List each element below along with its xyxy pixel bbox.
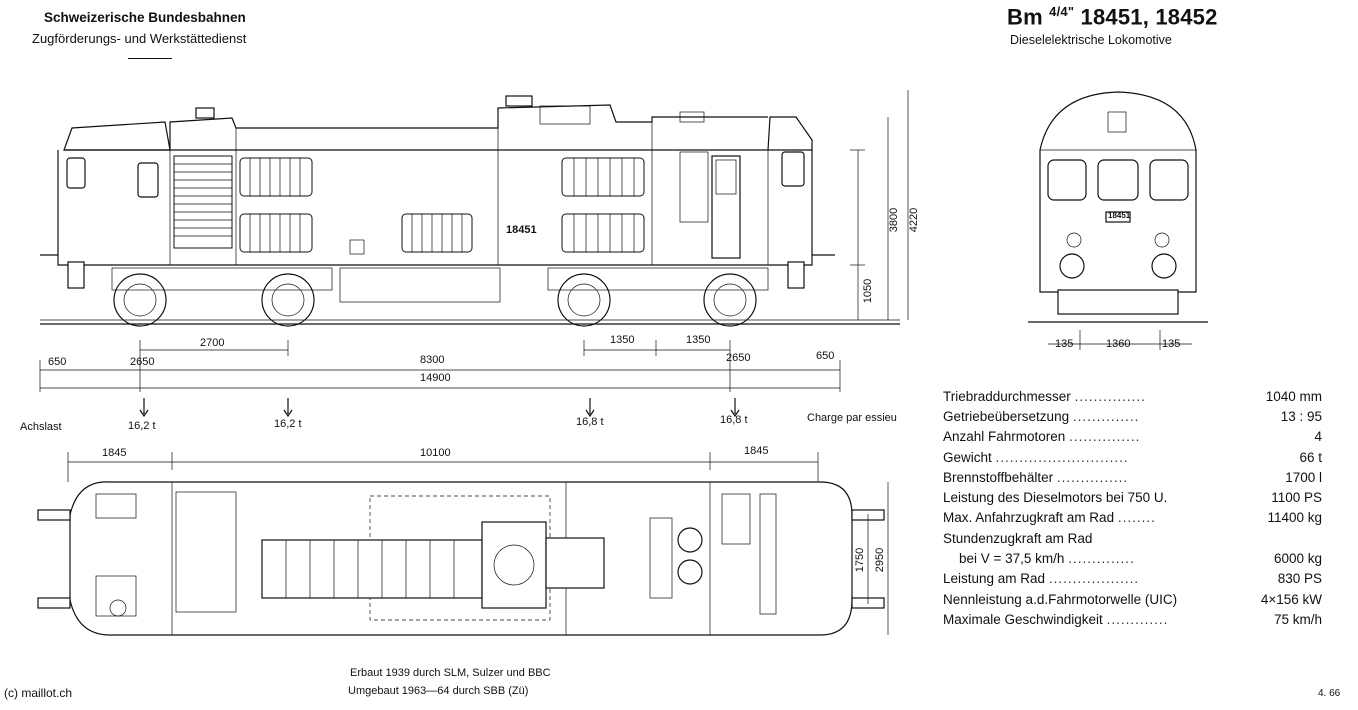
front-number-plate: 18451	[1108, 211, 1131, 220]
spec-dots: ........	[1117, 510, 1156, 526]
spec-dots: ...............	[1069, 429, 1141, 445]
spec-row: Triebraddurchmesser ............... 1040 …	[943, 386, 1322, 406]
spec-row: Leistung des Dieselmotors bei 750 U. 110…	[943, 487, 1322, 507]
axle-load-3: 16,8 t	[576, 416, 604, 428]
spec-value	[1222, 528, 1322, 548]
copyright-credit: (c) maillot.ch	[4, 686, 73, 700]
spec-label: Triebraddurchmesser ...............	[943, 388, 1146, 404]
build-info: Erbaut 1939 durch SLM, Sulzer und BBC	[350, 667, 551, 679]
dim-1350-b: 1350	[686, 334, 711, 346]
plan-dim-10100: 10100	[420, 447, 451, 459]
spec-dots: .............	[1106, 611, 1169, 627]
locomotive-subtitle: Dieselelektrische Lokomotive	[1010, 33, 1172, 47]
class-fraction: 4/4"	[1049, 4, 1075, 19]
spec-row: Leistung am Rad ................... 830 P…	[943, 569, 1322, 589]
body-loco-number: 18451	[506, 224, 537, 236]
spec-row: bei V = 37,5 km/h .............. 6000 kg	[943, 548, 1322, 568]
spec-value: 1100 PS	[1271, 490, 1322, 506]
axle-load-2: 16,2 t	[274, 418, 302, 430]
dim-2650-right: 2650	[726, 352, 751, 364]
spec-value: 6000 kg	[1273, 551, 1322, 567]
front-view-drawing	[1028, 91, 1208, 323]
diesel-engine	[261, 521, 605, 609]
spec-dots: ...............	[1056, 469, 1129, 485]
spec-label: Leistung des Dieselmotors bei 750 U.	[943, 490, 1168, 506]
height-dim-3800: 3800	[888, 207, 901, 233]
spec-label: Gewicht ............................	[943, 449, 1129, 465]
spec-value: 830 PS	[1277, 571, 1322, 587]
spec-label: Leistung am Rad ...................	[943, 571, 1140, 587]
axle-load-1: 16,2 t	[128, 420, 156, 432]
side-view-drawing	[40, 95, 900, 327]
axle-load-label-de: Achslast	[20, 421, 62, 433]
spec-row: Stundenzugkraft am Rad	[943, 528, 1322, 548]
spec-value: 1700 l	[1285, 469, 1322, 485]
spec-label: bei V = 37,5 km/h ..............	[959, 551, 1135, 567]
rebuild-info: Umgebaut 1963—64 durch SBB (Zü)	[348, 685, 529, 697]
spec-label: Stundenzugkraft am Rad	[943, 530, 1093, 546]
dim-2650-left: 2650	[130, 356, 155, 368]
dim-8300: 8300	[420, 354, 445, 366]
spec-row: Nennleistung a.d.Fahrmotorwelle (UIC) 4×…	[943, 589, 1322, 609]
plan-dimensions	[67, 452, 889, 635]
plan-dim-1845-right: 1845	[744, 445, 769, 457]
axle-load-4: 16,8 t	[720, 414, 748, 426]
axle-load-label-fr: Charge par essieu	[807, 412, 897, 424]
spec-row: Brennstoffbehälter ............... 1700 l	[943, 467, 1322, 487]
spec-row: Max. Anfahrzugkraft am Rad ........ 11400…	[943, 508, 1322, 528]
plan-dim-2950: 2950	[874, 547, 887, 573]
loco-numbers: 18451, 18452	[1080, 4, 1218, 30]
dim-650-left: 650	[48, 356, 67, 368]
spec-row: Anzahl Fahrmotoren ............... 4	[943, 427, 1322, 447]
dim-2700: 2700	[200, 337, 225, 349]
side-length-dimensions	[39, 340, 841, 392]
height-dim-1050: 1050	[862, 278, 875, 304]
spec-value: 4	[1314, 429, 1322, 445]
bogie-left	[111, 267, 333, 327]
spec-row: Gewicht ............................ 66 t	[943, 447, 1322, 467]
header-rule	[128, 58, 172, 59]
spec-value: 11400 kg	[1267, 510, 1322, 526]
spec-label: Maximale Geschwindigkeit .............	[943, 611, 1169, 627]
plan-dim-1750: 1750	[854, 547, 867, 573]
spec-value: 75 km/h	[1273, 611, 1322, 627]
spec-row: Maximale Geschwindigkeit ............. 75…	[943, 609, 1322, 629]
dim-650-right: 650	[816, 350, 835, 362]
spec-label: Brennstoffbehälter ...............	[943, 469, 1129, 485]
front-dim-135-right: 135	[1162, 338, 1181, 350]
department-name: Zugförderungs- und Werkstättedienst	[32, 31, 247, 46]
publication-date: 4. 66	[1318, 688, 1341, 699]
specifications-table: Triebraddurchmesser ............... 1040 …	[943, 386, 1322, 630]
company-name: Schweizerische Bundesbahnen	[44, 10, 246, 25]
spec-dots: ..............	[1072, 408, 1140, 424]
front-dim-135-left: 135	[1055, 338, 1074, 350]
spec-value: 66 t	[1299, 449, 1322, 465]
spec-row: Getriebeübersetzung .............. 13 : 9…	[943, 406, 1322, 426]
spec-dots: ............................	[995, 449, 1129, 465]
spec-dots: ...................	[1048, 571, 1140, 587]
spec-label: Anzahl Fahrmotoren ...............	[943, 429, 1141, 445]
height-dim-4220: 4220	[908, 207, 921, 233]
plan-view-drawing	[37, 481, 885, 636]
spec-value: 1040 mm	[1265, 388, 1322, 404]
side-height-dimensions	[850, 90, 909, 320]
spec-dots: ..............	[1068, 551, 1135, 567]
axle-load-arrows	[139, 398, 740, 418]
dim-1350-a: 1350	[610, 334, 635, 346]
spec-label: Getriebeübersetzung ..............	[943, 408, 1140, 424]
spec-value: 13 : 95	[1280, 408, 1322, 424]
spec-label: Nennleistung a.d.Fahrmotorwelle (UIC)	[943, 591, 1178, 607]
spec-label: Max. Anfahrzugkraft am Rad ........	[943, 510, 1156, 526]
bogie-right	[547, 267, 769, 327]
locomotive-title: Bm 4/4" 18451, 18452	[1007, 4, 1218, 30]
front-dimensions	[1048, 330, 1192, 350]
front-dim-1360: 1360	[1106, 338, 1131, 350]
side-grilles	[239, 157, 645, 253]
dim-total-length: 14900	[420, 372, 451, 384]
spec-value: 4×156 kW	[1260, 591, 1322, 607]
spec-dots: ...............	[1074, 388, 1146, 404]
plan-dim-1845-left: 1845	[102, 447, 127, 459]
class-prefix: Bm	[1007, 4, 1043, 30]
